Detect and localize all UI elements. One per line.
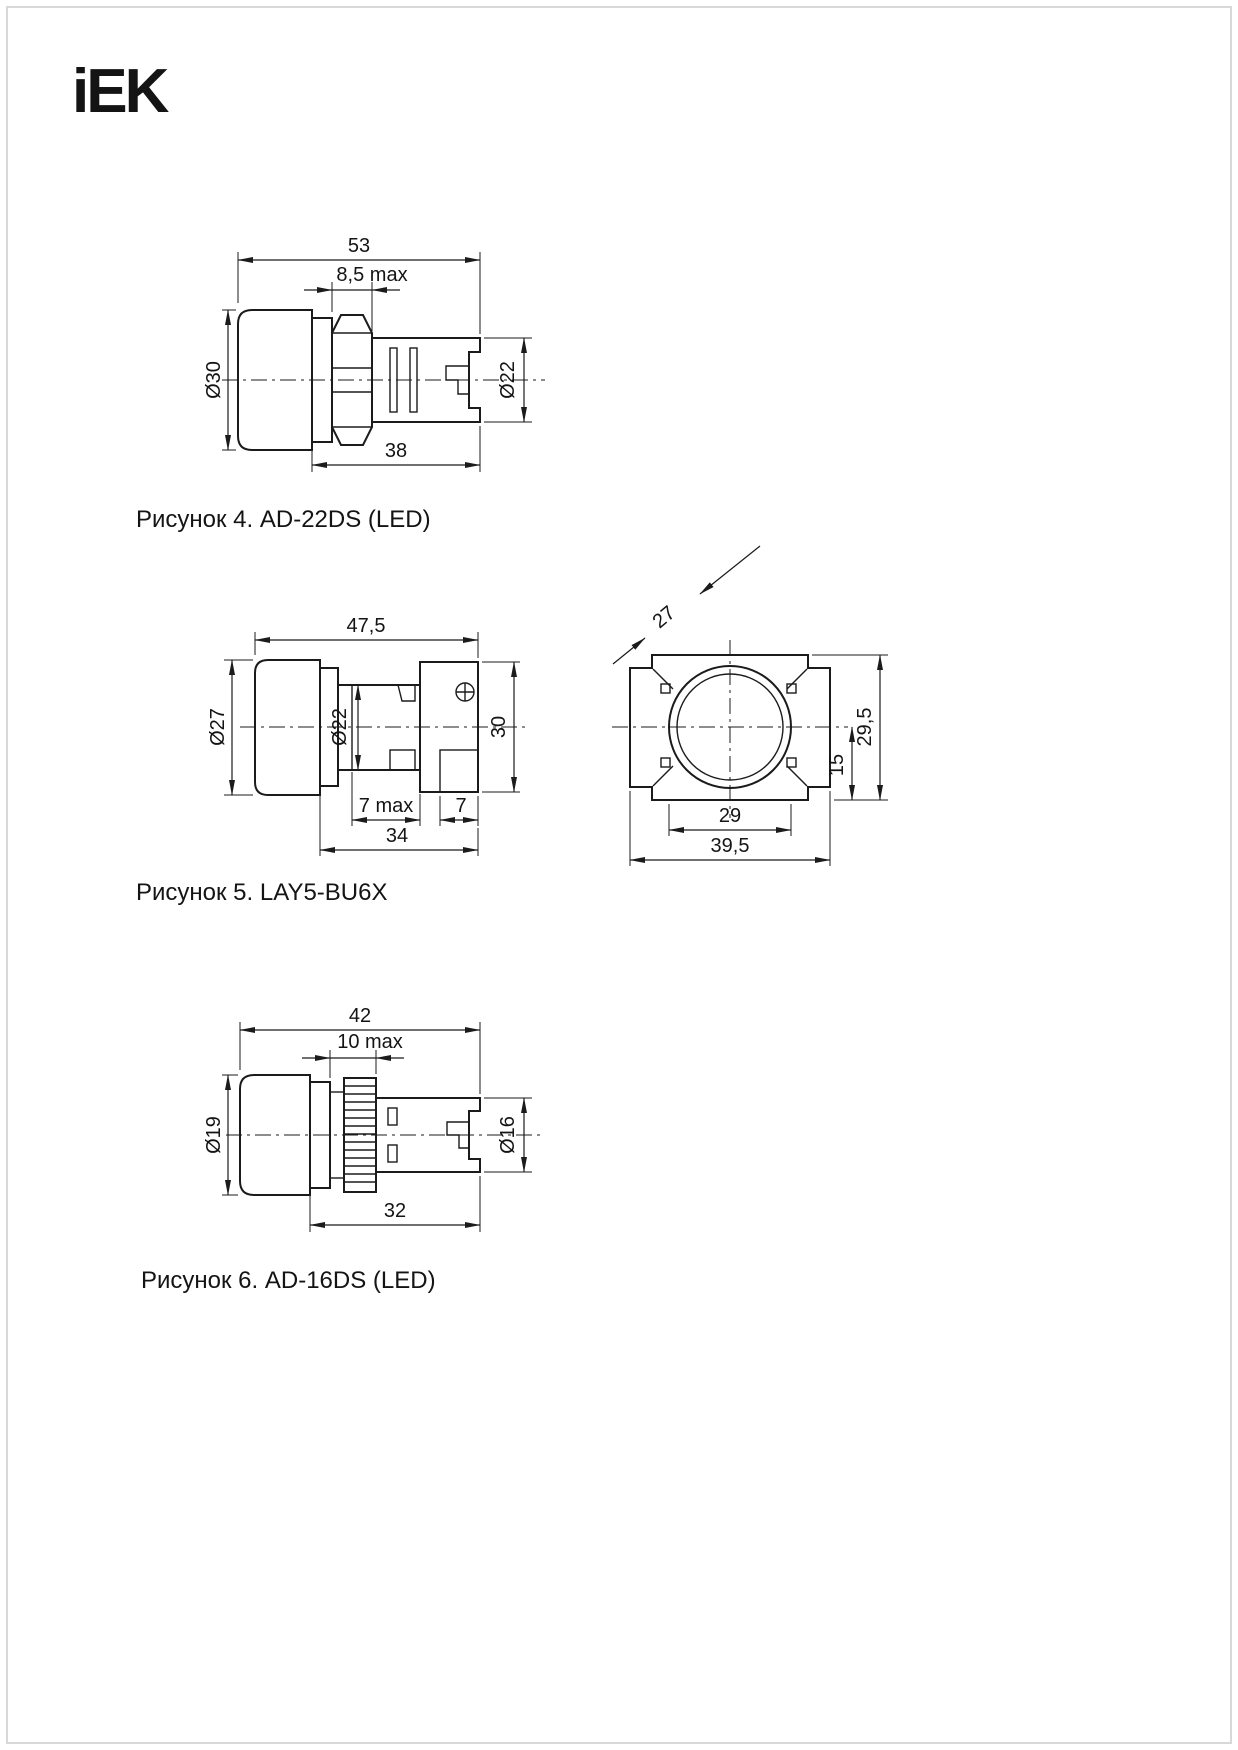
fig6-dim-overall: 42	[349, 1005, 371, 1027]
fig4-dim-body-dia: Ø22	[497, 361, 519, 399]
fig6-caption: Рисунок 6. AD-16DS (LED)	[141, 1267, 436, 1294]
fig5-front-view: 27 29,5 15 29 39,5	[612, 545, 888, 866]
fig5-mounting-body	[629, 654, 831, 801]
fig5-dim-diag: 27	[649, 602, 680, 633]
fig6-dim-max: 10 max	[337, 1031, 403, 1053]
fig4-drawing: 53 8,5 max Ø30 Ø22 38	[203, 235, 545, 472]
fig6-body	[375, 1097, 481, 1173]
fig4-slot	[389, 347, 398, 413]
fig5-dim-lens-dia: Ø27	[207, 708, 229, 746]
fig5-dim-total-h: 29,5	[854, 708, 876, 747]
fig6-dim-rear: 32	[384, 1200, 406, 1222]
fig4-dim-lens-dia: Ø30	[203, 361, 225, 399]
fig4-body	[371, 337, 481, 423]
fig6-drawing: 42 10 max Ø19 Ø16 32	[203, 1005, 545, 1232]
fig5-dim-half-h: 15	[826, 754, 848, 776]
fig5-dim-panel: 7 max	[359, 795, 413, 817]
fig5-clip-hole	[660, 683, 671, 694]
fig5-lens	[254, 659, 321, 796]
fig5-dim-height: 30	[488, 716, 510, 738]
fig5-dim-overall: 47,5	[347, 615, 386, 637]
fig4-dim-rear: 38	[385, 440, 407, 462]
fig6-dim-lens-dia: Ø19	[203, 1116, 225, 1154]
fig6-lens	[239, 1074, 311, 1196]
fig5-clip-hole	[660, 757, 671, 768]
fig5-dim-total-w: 39,5	[711, 835, 750, 857]
fig5-caption: Рисунок 5. LAY5-BU6X	[136, 879, 387, 906]
fig5-block-step	[439, 749, 479, 793]
fig5-side-view: 47,5 Ø27 Ø22 30 7 max 7	[207, 615, 530, 856]
fig5-mounting-hole-outer	[668, 665, 792, 789]
fig4-caption: Рисунок 4. AD-22DS (LED)	[136, 506, 431, 533]
fig6-slot	[387, 1144, 398, 1163]
fig6-knurl-teeth	[344, 1085, 376, 1183]
fig4-slot	[409, 347, 418, 413]
fig5-dim-step: 7	[455, 795, 466, 817]
fig4-lens	[237, 309, 313, 451]
fig4-dim-max: 8,5 max	[336, 264, 407, 286]
fig6-terminal	[446, 1121, 469, 1149]
fig4-terminal	[445, 365, 469, 395]
fig6-slot	[387, 1107, 398, 1126]
fig5-dim-rear: 34	[386, 825, 408, 847]
fig5-latch-bottom	[389, 749, 416, 771]
fig5-clip-hole	[786, 757, 797, 768]
fig4-dim-overall: 53	[348, 235, 370, 257]
fig5-dim-hole-w: 29	[719, 805, 741, 827]
fig6-dim-body-dia: Ø16	[497, 1116, 519, 1154]
fig5-mounting-hole-inner	[676, 673, 784, 781]
iek-logo: iEK	[72, 57, 170, 126]
fig5-dim-barrel-dia: Ø22	[329, 708, 351, 746]
fig5-latch-top	[397, 684, 416, 702]
